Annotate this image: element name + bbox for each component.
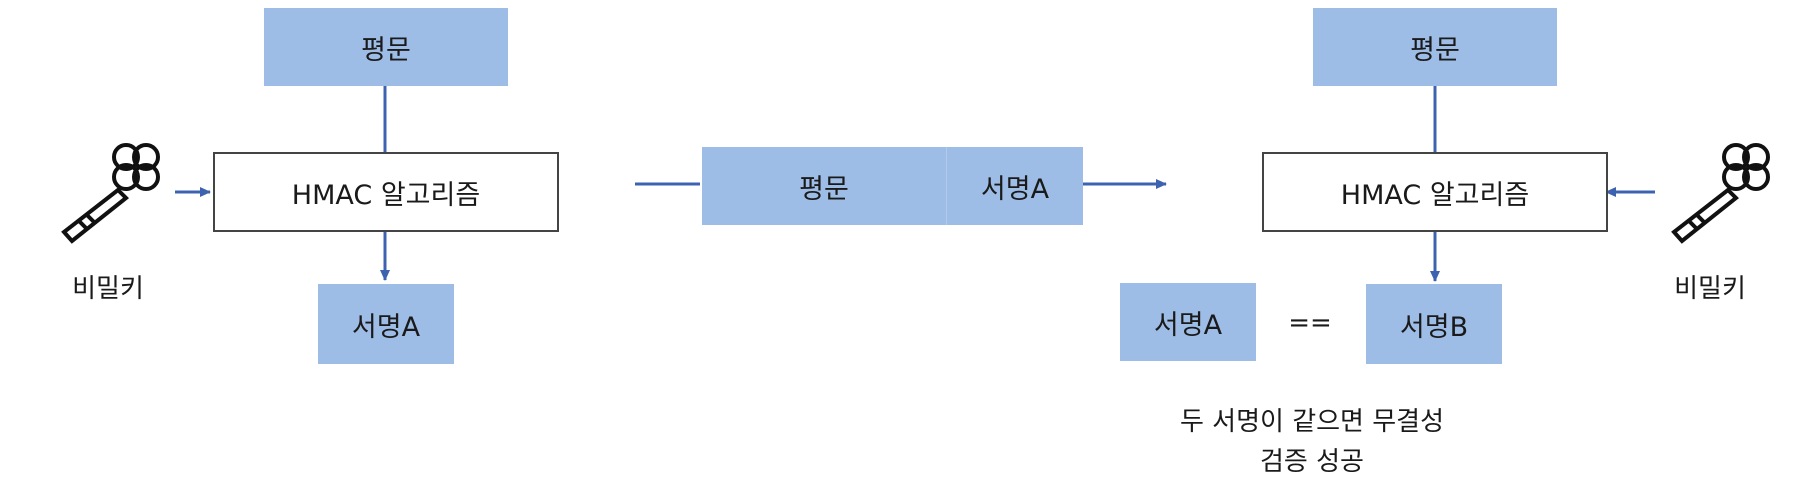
sender-signature-label: 서명A [351, 311, 421, 343]
sender-plaintext-label: 평문 [361, 34, 411, 66]
message-signature-label: 서명A [980, 173, 1050, 205]
receiver-plaintext-box: 평문 [1313, 8, 1557, 86]
receiver-plaintext-label: 평문 [1410, 34, 1460, 66]
receiver-computed-signature-box: 서명B [1366, 284, 1502, 364]
receiver-hmac-algorithm-label: HMAC 알고리즘 [1340, 179, 1530, 211]
verification-caption: 두 서명이 같으면 무결성 검증 성공 [1102, 402, 1522, 482]
receiver-received-signature-box: 서명A [1120, 283, 1256, 361]
key-icon [1671, 143, 1770, 244]
sender-hmac-algorithm-label: HMAC 알고리즘 [291, 179, 481, 211]
sender-secret-key-label: 비밀키 [72, 274, 144, 304]
sender-hmac-algorithm-box: HMAC 알고리즘 [213, 152, 559, 232]
key-icon [61, 143, 160, 244]
receiver-received-signature-label: 서명A [1153, 309, 1223, 341]
verification-caption-line1: 두 서명이 같으면 무결성 [1180, 407, 1444, 437]
receiver-computed-signature-label: 서명B [1399, 311, 1469, 343]
sender-plaintext-box: 평문 [264, 8, 508, 86]
verification-caption-line2: 검증 성공 [1260, 447, 1364, 477]
message-plaintext-box: 평문 [702, 147, 946, 225]
receiver-hmac-algorithm-box: HMAC 알고리즘 [1262, 152, 1608, 232]
message-signature-box: 서명A [946, 147, 1083, 225]
sender-signature-box: 서명A [318, 284, 454, 364]
message-plaintext-label: 평문 [799, 173, 849, 205]
comparison-operator: == [1288, 308, 1332, 338]
receiver-secret-key-label: 비밀키 [1674, 274, 1746, 304]
